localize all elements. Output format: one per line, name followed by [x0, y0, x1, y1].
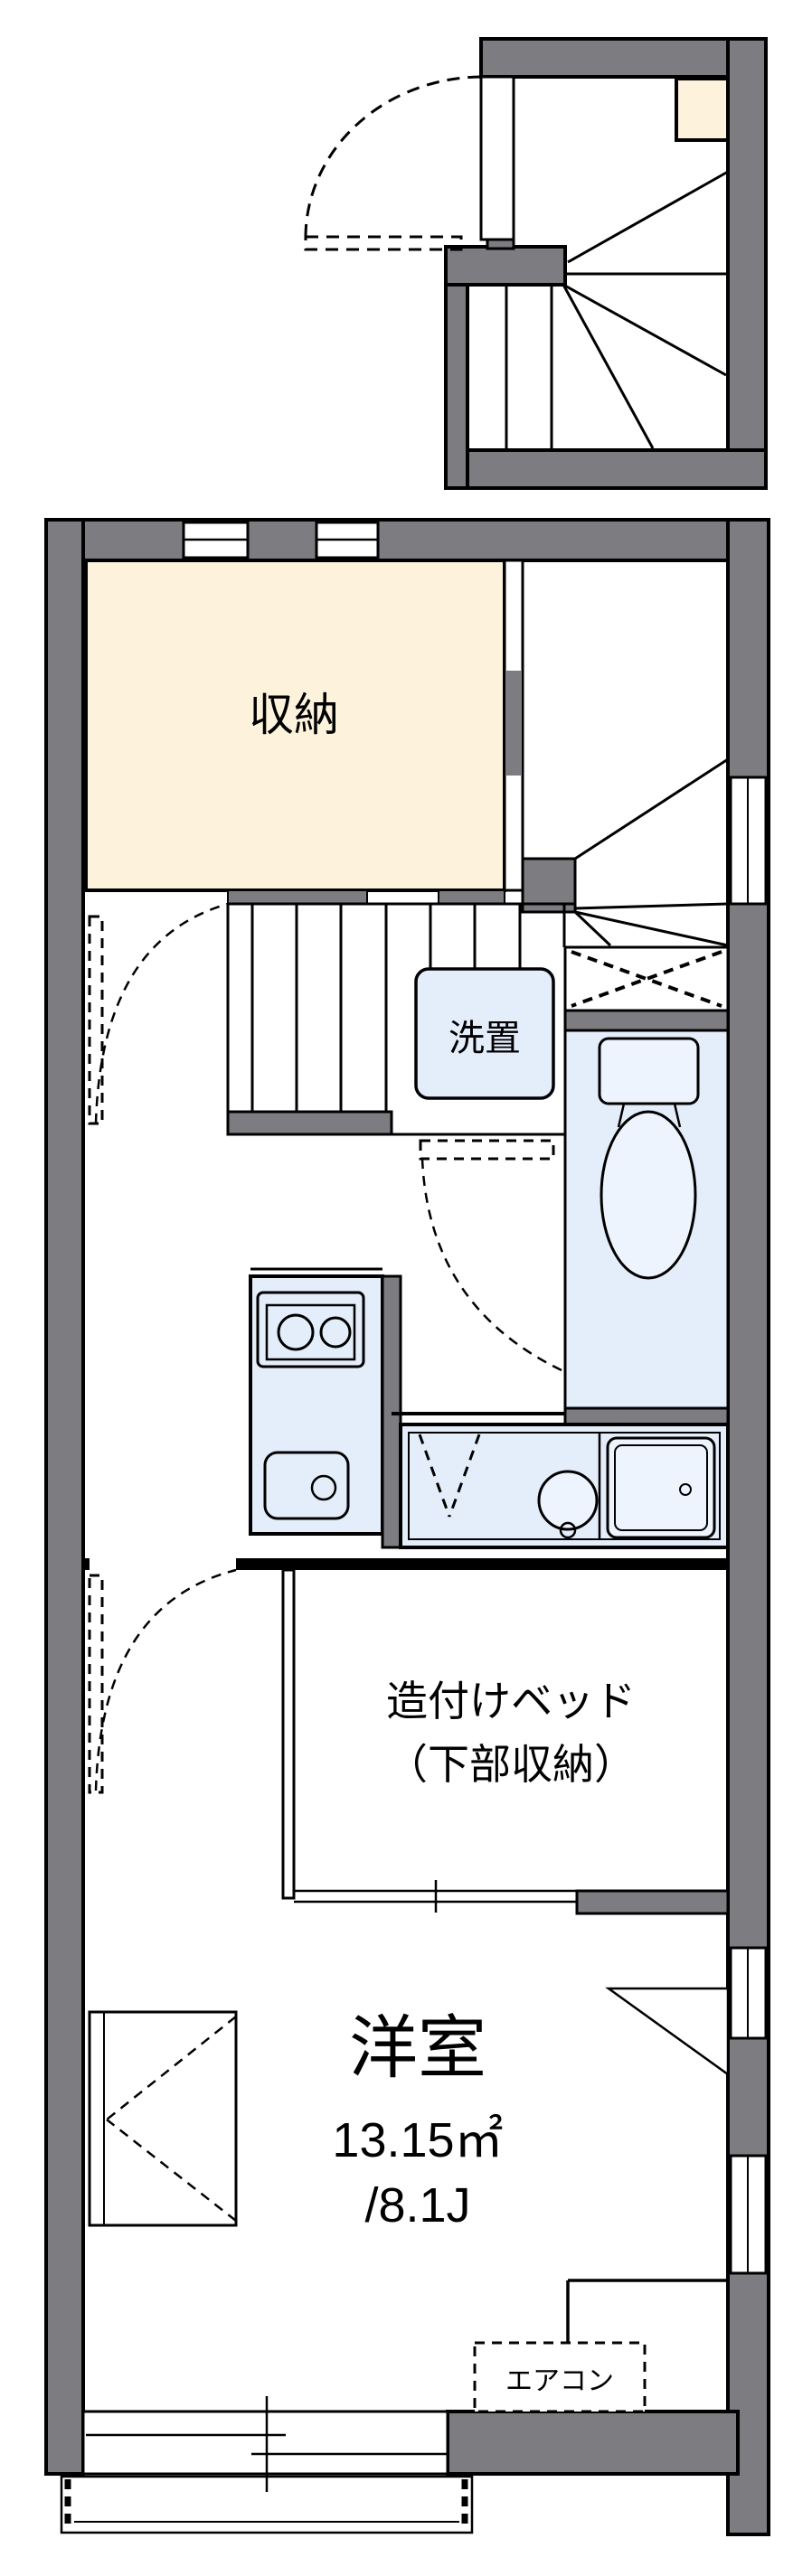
bed-top-wall	[83, 1558, 90, 1570]
overhead-shelf-x	[571, 950, 722, 1008]
bedroom-door-arc	[94, 1568, 237, 1791]
top-windows	[182, 521, 380, 559]
toilet-room	[563, 945, 730, 1426]
wash-bowl	[537, 1470, 599, 1539]
toilet-bottom-wall	[563, 1406, 730, 1426]
wall-bottom	[446, 2410, 740, 2476]
room-area-sqm: 13.15㎡	[332, 2113, 503, 2167]
bed-label-line1: 造付けベッド	[386, 1678, 636, 1725]
bed-room: 造付けベッド （下部収納）	[83, 1558, 730, 1915]
bed-label-line2: （下部収納）	[386, 1741, 636, 1788]
room-label: 洋室	[349, 2010, 486, 2087]
bedroom-door-leaf	[88, 1574, 104, 1794]
storage-bottom-wall	[438, 889, 505, 905]
shower-marker	[418, 1434, 481, 1518]
entry-door-frame	[479, 75, 515, 241]
wall-stair-hub	[444, 245, 567, 287]
sink	[263, 1451, 350, 1520]
entry-door-arc	[304, 75, 483, 238]
washroom-door-arc	[420, 1158, 562, 1372]
staircase	[88, 757, 729, 1136]
entry-door-leaf	[304, 235, 463, 251]
kitchen-counter	[249, 1274, 384, 1536]
bath-unit	[392, 1412, 730, 1549]
wall	[726, 37, 768, 490]
wall-left	[44, 518, 85, 2476]
toilet-top-wall	[563, 1009, 730, 1032]
washroom-door-leaf	[419, 1139, 555, 1161]
balcony	[60, 2475, 474, 2534]
toilet-fixture	[598, 1037, 700, 1280]
main-outer-walls	[44, 518, 770, 2536]
washer-space: 洗置	[414, 967, 562, 1372]
bathtub	[606, 1436, 716, 1539]
closet	[88, 2010, 238, 2227]
bed-left-wall	[281, 1568, 296, 1900]
washer-box	[414, 967, 555, 1100]
main-window	[81, 2396, 449, 2492]
upper-storage-box	[675, 77, 730, 142]
kitchen-unit	[249, 1267, 402, 1549]
room-area-jo: /8.1J	[364, 2178, 470, 2233]
hall-door-arc	[94, 902, 229, 1124]
balcony-rail	[60, 2475, 474, 2534]
storage-label: 収納	[249, 690, 339, 740]
hall-door-leaf	[88, 915, 104, 1125]
stove	[256, 1291, 365, 1368]
straight-treads	[226, 902, 575, 1112]
bed-bottom-wall	[575, 1889, 730, 1915]
bed-sliding-door	[294, 1880, 577, 1913]
storage-side-wall-fill	[506, 671, 521, 776]
wall	[444, 283, 469, 490]
storage-bottom-wall	[227, 889, 368, 905]
aircon-box	[473, 2341, 647, 2413]
bath-inner-edge	[408, 1432, 721, 1540]
winder-treads	[573, 757, 729, 947]
bed-top-wall	[236, 1558, 728, 1570]
washer-label: 洗置	[448, 1019, 521, 1058]
wall	[444, 448, 768, 490]
right-windows	[729, 776, 768, 2275]
top-stair-block	[304, 37, 768, 490]
aircon-label: エアコン	[505, 2366, 614, 2396]
corner-shelf	[605, 1987, 730, 2077]
storage-room: 収納	[84, 559, 524, 905]
aircon: エアコン	[473, 2341, 647, 2413]
stair-bottom-wall	[226, 1110, 393, 1136]
upper-stair-treads	[505, 170, 729, 449]
wall-top	[44, 518, 770, 562]
western-room: 洋室 13.15㎡ /8.1J エアコン	[81, 1987, 730, 2492]
wall	[479, 37, 768, 79]
